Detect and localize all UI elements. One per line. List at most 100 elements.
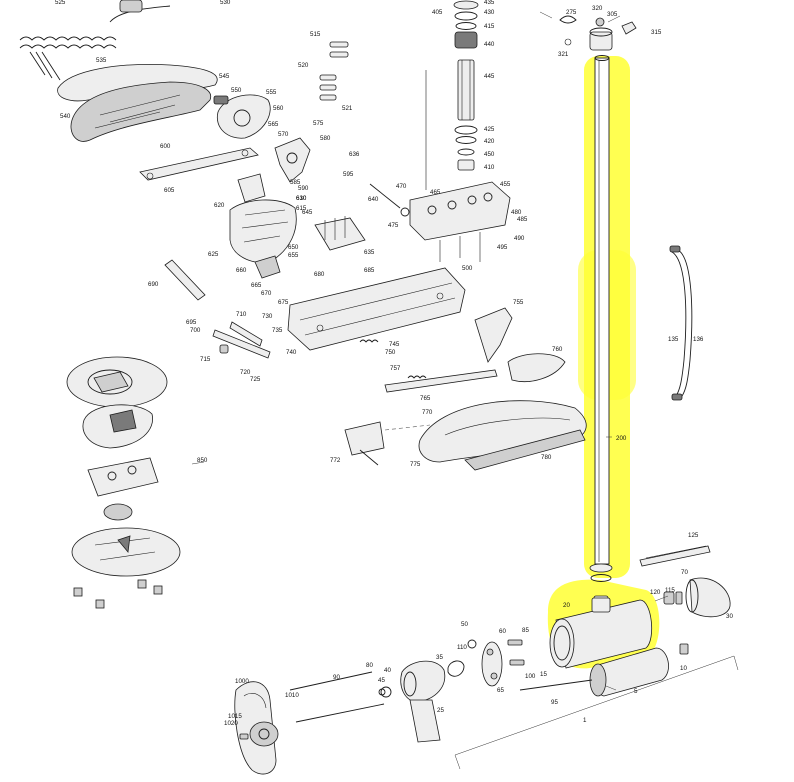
label-715: 715 (200, 356, 211, 363)
label-136: 136 (693, 336, 704, 343)
label-1015: 1015 (228, 713, 242, 720)
label-545: 545 (219, 73, 230, 80)
clip-275 (559, 15, 577, 24)
label-530: 530 (220, 0, 231, 6)
through-bolts-90 (289, 671, 385, 723)
label-320: 320 (592, 5, 603, 12)
label-780: 780 (541, 454, 552, 461)
label-585: 585 (290, 179, 301, 186)
label-80: 80 (366, 662, 373, 669)
shaft-cap-305 (564, 17, 637, 51)
spring-757 (407, 375, 427, 379)
label-470: 470 (396, 183, 407, 190)
label-50: 50 (461, 621, 468, 628)
label-725: 725 (250, 376, 261, 383)
label-495: 495 (497, 244, 508, 251)
gearbox-housing-455 (409, 181, 511, 262)
label-450: 450 (484, 151, 495, 158)
propeller-1000 (234, 681, 279, 775)
pedal-plate-850c (87, 457, 159, 497)
label-605: 605 (164, 187, 175, 194)
bar-765 (384, 369, 498, 393)
label-445: 445 (484, 73, 495, 80)
label-1010: 1010 (285, 692, 299, 699)
bracket-1-lines (454, 655, 739, 770)
label-765: 765 (420, 395, 431, 402)
label-770: 770 (422, 409, 433, 416)
label-85: 85 (522, 627, 529, 634)
label-685: 685 (364, 267, 375, 274)
label-110: 110 (457, 644, 467, 651)
label-690: 690 (148, 281, 159, 288)
control-head-base-540 (70, 81, 212, 142)
label-620: 620 (214, 202, 225, 209)
bracket-570 (274, 137, 311, 183)
label-636: 636 (349, 151, 360, 158)
label-321: 321 (558, 51, 569, 58)
label-700: 700 (190, 327, 201, 334)
sensor-125 (639, 545, 711, 567)
label-730: 730 (262, 313, 273, 320)
arm-690 (164, 259, 206, 301)
coil-cord-525 (19, 0, 171, 81)
label-595: 595 (343, 171, 354, 178)
spring-745 (359, 339, 379, 343)
label-630: 630 (296, 195, 307, 202)
block-635 (314, 216, 366, 251)
label-740: 740 (286, 349, 297, 356)
label-570: 570 (278, 131, 289, 138)
label-575: 575 (313, 120, 324, 127)
label-680: 680 (314, 271, 325, 278)
label-555: 555 (266, 89, 277, 96)
label-430: 430 (484, 9, 495, 16)
label-275: 275 (566, 9, 577, 16)
end-cap-25 (378, 660, 446, 743)
label-772: 772 (330, 457, 341, 464)
label-490: 490 (514, 235, 525, 242)
leader-lines (191, 11, 669, 691)
label-625: 625 (208, 251, 219, 258)
bracket-620 (237, 173, 266, 203)
label-710: 710 (236, 311, 247, 318)
label-655: 655 (288, 252, 299, 259)
label-465: 465 (430, 189, 441, 196)
label-760: 760 (552, 346, 563, 353)
label-1000: 1000 (235, 678, 249, 685)
label-500: 500 (462, 265, 473, 272)
label-40: 40 (384, 667, 391, 674)
label-485: 485 (517, 216, 528, 223)
label-420: 420 (484, 138, 495, 145)
control-head-cover-535 (57, 64, 218, 102)
lever-755 (474, 307, 513, 363)
pedal-772 (344, 421, 431, 466)
label-775: 775 (410, 461, 421, 468)
label-45: 45 (378, 677, 385, 684)
label-20: 20 (563, 602, 570, 609)
label-695: 695 (186, 319, 197, 326)
label-10: 10 (680, 665, 687, 672)
cable-135-136 (669, 245, 693, 401)
label-35: 35 (436, 654, 443, 661)
link-600 (139, 147, 259, 181)
label-65: 65 (497, 687, 504, 694)
label-590: 590 (298, 185, 309, 192)
label-540: 540 (60, 113, 71, 120)
label-535: 535 (96, 57, 107, 64)
steering-stack (425, 0, 479, 190)
label-440: 440 (484, 41, 495, 48)
label-720: 720 (240, 369, 251, 376)
label-675: 675 (278, 299, 289, 306)
pins-515 (319, 41, 349, 101)
label-640: 640 (368, 196, 379, 203)
label-515: 515 (310, 31, 321, 38)
label-560: 560 (273, 105, 284, 112)
label-650: 650 (288, 244, 299, 251)
pedal-top-850a (66, 356, 168, 408)
label-30: 30 (726, 613, 733, 620)
label-615: 615 (296, 205, 307, 212)
label-520: 520 (298, 62, 309, 69)
nose-cone-30 (663, 577, 731, 618)
pedal-mech-850b (82, 404, 153, 449)
